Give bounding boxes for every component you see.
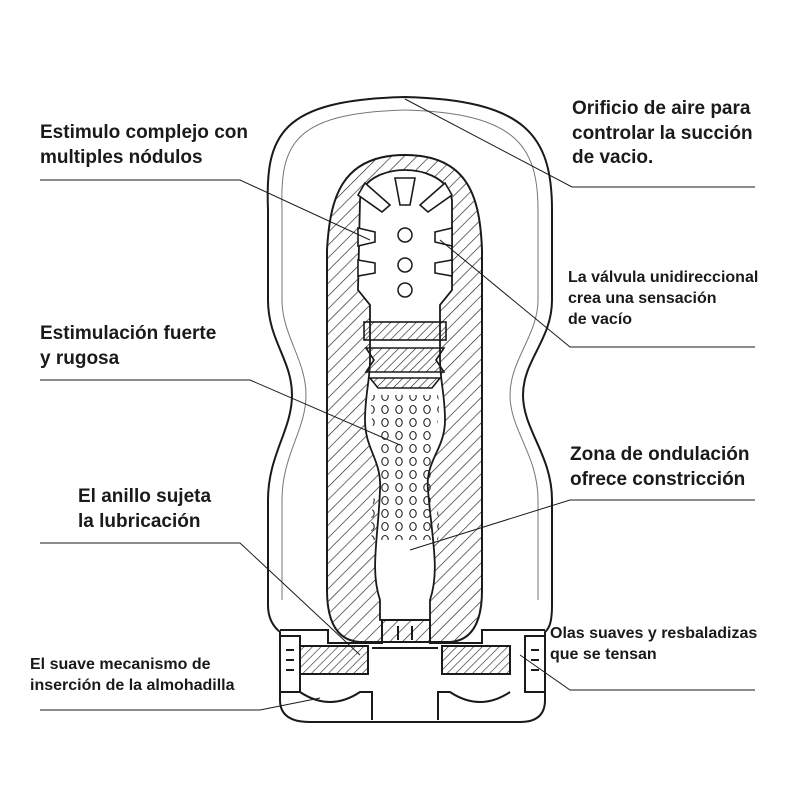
leader-lines <box>40 98 755 711</box>
valve-bands <box>363 321 447 389</box>
label-strong-stimulation: Estimulación fuerte y rugosa <box>40 323 217 369</box>
air-channel-circles <box>397 227 413 298</box>
leader-soft-waves <box>519 654 755 691</box>
label-air-hole: Orificio de aire para controlar la succi… <box>572 98 753 169</box>
leader-air-hole <box>404 98 755 188</box>
label-ring: El anillo sujeta la lubricación <box>78 486 212 532</box>
cup-inner-line <box>281 109 406 600</box>
label-pad-mechanism: El suave mecanismo de inserción de la al… <box>30 656 235 694</box>
label-wave-zone: Zona de ondulación ofrece constricción <box>570 444 750 490</box>
leader-strong-stimulation <box>40 379 401 446</box>
leader-valve <box>439 239 755 348</box>
leader-wave-zone <box>409 499 755 551</box>
leader-pad-mechanism <box>40 697 321 711</box>
label-soft-waves: Olas suaves y resbaladizas que se tensan <box>550 625 758 663</box>
label-complex-stimulus: Estimulo complejo con multiples nódulos <box>40 122 248 168</box>
outer-cup-shell <box>266 95 553 723</box>
top-nodule-fingers <box>356 177 454 277</box>
leader-complex-stimulus <box>40 179 371 241</box>
label-valve: La válvula unidireccional crea una sensa… <box>568 269 759 328</box>
nodule-zone <box>371 395 439 540</box>
base-assembly <box>279 619 546 720</box>
leader-ring <box>40 542 361 656</box>
